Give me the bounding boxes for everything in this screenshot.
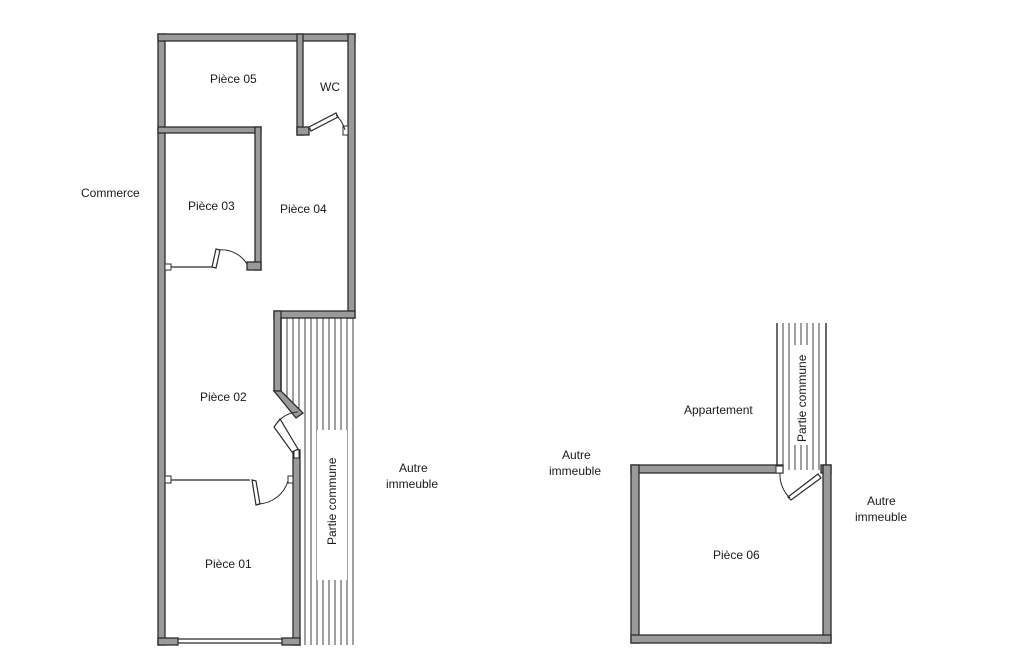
wall-wc-west	[296, 33, 304, 136]
label-partie-commune-left: Partie commune	[325, 457, 339, 545]
label-piece04: Pièce 04	[280, 202, 327, 216]
wall-west	[157, 33, 166, 646]
label-piece03: Pièce 03	[188, 199, 235, 213]
wall-piece06-west	[630, 464, 640, 644]
wall-north	[157, 33, 356, 42]
wall-south-right	[281, 637, 301, 646]
door-piece01	[251, 479, 289, 506]
label-piece05: Pièce 05	[210, 72, 257, 86]
label-autre-immeuble-center-1: Autre	[399, 461, 428, 475]
wall-piece06-south	[630, 634, 832, 644]
wall-piece06-north	[630, 464, 784, 474]
wall-east-lower	[292, 449, 301, 646]
label-wc: WC	[320, 80, 340, 94]
label-partie-commune-right: Partie commune	[795, 354, 809, 442]
label-piece06: Pièce 06	[713, 548, 760, 562]
label-autre-immeuble-mid-2: immeuble	[549, 464, 601, 478]
wall-diagonal	[272, 390, 305, 419]
jamb-piece03-west	[164, 263, 172, 271]
wall-wc-stub	[296, 126, 310, 136]
label-autre-immeuble-mid-1: Autre	[562, 448, 591, 462]
wall-piece05-south	[157, 126, 262, 134]
wall-stair-top	[273, 310, 356, 319]
commerce-floor-plan: Pièce 05 WC Commerce Pièce 03 Pièce 04 P…	[81, 33, 438, 646]
label-autre-immeuble-right-2: immeuble	[855, 510, 907, 524]
door-wc	[308, 112, 346, 132]
wall-south-left	[157, 637, 179, 646]
label-piece01: Pièce 01	[205, 557, 252, 571]
label-autre-immeuble-center-2: immeuble	[386, 477, 438, 491]
appartement-floor-plan: Appartement Partie commune Autre immeubl…	[549, 323, 907, 644]
label-commerce: Commerce	[81, 186, 140, 200]
jamb-piece01-east	[287, 475, 294, 484]
wall-stair-side	[273, 310, 282, 392]
jamb-wc	[342, 125, 349, 136]
label-autre-immeuble-right-1: Autre	[867, 494, 896, 508]
door-piece06	[779, 472, 822, 501]
label-appartement: Appartement	[684, 403, 753, 417]
door-piece02	[273, 411, 299, 453]
jamb-piece06	[775, 465, 784, 474]
door-piece03	[211, 248, 248, 269]
wall-piece03-stub	[246, 261, 262, 271]
partie-commune-left-hatching	[280, 318, 354, 645]
partie-commune-right-hatching	[776, 323, 827, 470]
wall-piece03-east	[254, 126, 262, 271]
jamb-piece01-west	[164, 475, 172, 484]
wall-east-upper	[347, 33, 356, 319]
label-piece02: Pièce 02	[200, 390, 247, 404]
wall-piece06-east	[822, 464, 832, 644]
